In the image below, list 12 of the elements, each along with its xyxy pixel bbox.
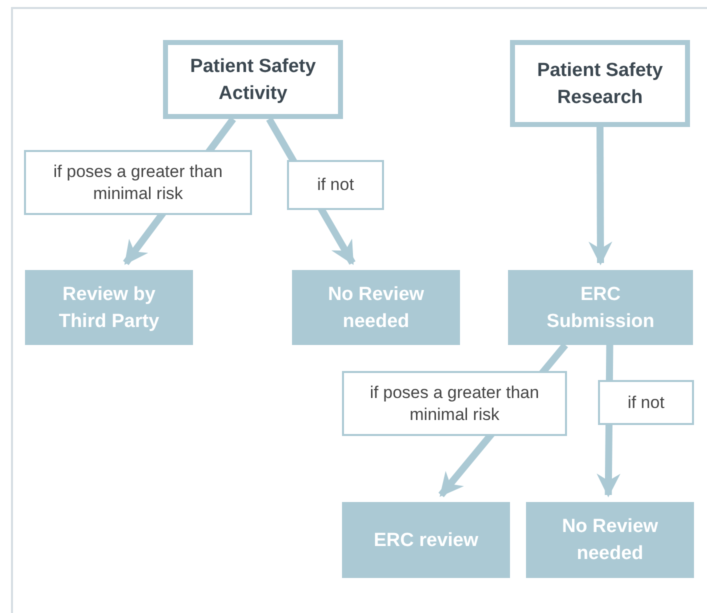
outcome-box: ERC Submission	[508, 270, 693, 345]
edge-label: if poses a greater than minimal risk	[24, 150, 252, 215]
edge-label: if not	[287, 160, 384, 210]
edge-label: if poses a greater than minimal risk	[342, 371, 567, 436]
edge-label: if not	[598, 380, 694, 425]
outcome-box: No Review needed	[526, 502, 694, 578]
outcome-box: Review by Third Party	[25, 270, 193, 345]
start-box: Patient Safety Research	[510, 40, 690, 127]
outcome-box: ERC review	[342, 502, 510, 578]
arrow	[588, 126, 612, 266]
outcome-box: No Review needed	[292, 270, 460, 345]
start-box: Patient Safety Activity	[163, 40, 343, 119]
